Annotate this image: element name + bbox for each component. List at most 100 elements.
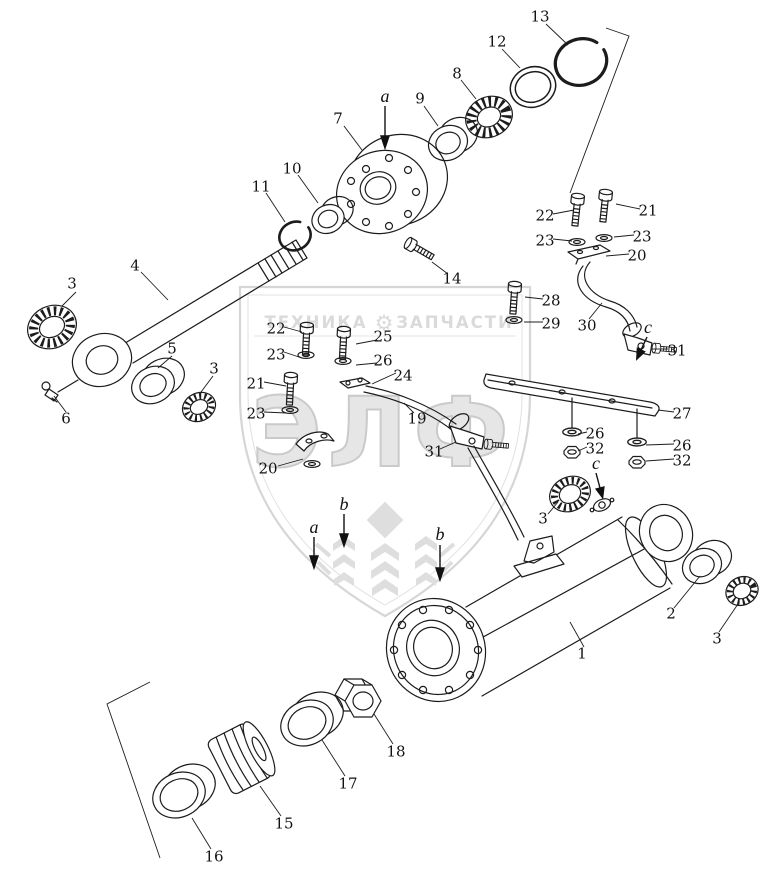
part-31-elbow-left — [448, 413, 525, 541]
part-label-15: 15 — [274, 814, 294, 833]
part-label-14: 14 — [442, 269, 462, 288]
part-label-17: 17 — [338, 774, 358, 793]
watermark-shield-inner — [247, 294, 523, 606]
part-label-5: 5 — [167, 339, 177, 358]
part-19-tube — [363, 385, 457, 431]
watermark-wheat-ornament — [333, 501, 437, 596]
view-label-a: a — [309, 517, 319, 537]
part-3-ring-bottom-right — [725, 575, 759, 607]
part-13-snap-ring — [553, 37, 609, 87]
part-label-20: 20 — [258, 459, 278, 478]
part-label-31: 31 — [424, 442, 444, 461]
part-label-3: 3 — [67, 274, 77, 293]
cylinder-mount-bracket — [513, 535, 565, 578]
part-15-piston — [207, 721, 276, 795]
view-label-c: c — [644, 317, 652, 337]
part-20-clamp-left — [295, 431, 335, 468]
watermark-wheat-leaves — [314, 542, 456, 576]
view-arrow-b-left — [339, 514, 349, 549]
part-label-22: 22 — [535, 206, 555, 225]
part-31-elbow-right — [622, 322, 678, 356]
part-label-10: 10 — [282, 159, 302, 178]
view-arrow-b-right — [435, 545, 445, 583]
part-30-pipe — [577, 261, 638, 332]
view-label-b: b — [339, 494, 349, 514]
view-arrows — [309, 106, 648, 583]
part-2-bushing — [681, 539, 733, 585]
part-label-25: 25 — [373, 327, 393, 346]
part-26-32-fasteners-mid — [562, 397, 582, 459]
part-label-13: 13 — [530, 7, 550, 26]
part-16-ring — [152, 763, 216, 819]
cylinder-flange — [385, 597, 487, 703]
part-3-ring-cylinder — [549, 475, 591, 513]
part-label-22: 22 — [266, 319, 286, 338]
view-arrow-a-bottom — [309, 537, 319, 571]
part-label-29: 29 — [541, 314, 561, 333]
part-12-o-ring — [509, 65, 557, 109]
part-label-27: 27 — [672, 404, 692, 423]
part-label-11: 11 — [251, 177, 271, 196]
part-26-32-fasteners-right — [627, 408, 647, 469]
part-24-clamp — [339, 377, 371, 389]
cylinder-port-boss — [589, 497, 615, 513]
part-17-ring — [280, 691, 344, 747]
part-20-clamp-right — [567, 244, 611, 265]
part-label-26: 26 — [585, 424, 605, 443]
part-27-plate — [483, 373, 660, 417]
view-label-b: b — [435, 524, 445, 544]
part-3-ring-top-left — [27, 304, 77, 350]
part-4-piston-rod — [57, 239, 308, 393]
part-18-piston-nut — [334, 678, 382, 718]
part-label-4: 4 — [130, 256, 140, 275]
part-label-21: 21 — [638, 201, 658, 220]
view-arrow-c-right — [636, 336, 648, 361]
detail-bracket-top-right — [569, 27, 630, 194]
part-label-26: 26 — [672, 436, 692, 455]
part-label-9: 9 — [415, 89, 425, 108]
part-label-30: 30 — [577, 316, 597, 335]
part-label-32: 32 — [672, 451, 692, 470]
part-label-23: 23 — [246, 404, 266, 423]
part-label-21: 21 — [246, 374, 266, 393]
part-label-18: 18 — [386, 742, 406, 761]
watermark-text-left: ТЕХНИКА — [264, 313, 367, 332]
part-label-2: 2 — [666, 604, 676, 623]
part-label-31: 31 — [667, 341, 687, 360]
part-label-32: 32 — [585, 439, 605, 458]
detail-bracket-bottom-left — [106, 681, 161, 859]
leader-lines — [53, 23, 739, 859]
part-label-19: 19 — [407, 409, 427, 428]
watermark-gear-icon: ⚙ — [375, 311, 394, 335]
part-label-28: 28 — [541, 291, 561, 310]
part-label-24: 24 — [393, 366, 413, 385]
part-label-23: 23 — [266, 345, 286, 364]
watermark-text-right: ЗАПЧАСТИ — [396, 313, 514, 332]
view-label-a: a — [380, 86, 390, 106]
part-label-3: 3 — [209, 359, 219, 378]
part-label-20: 20 — [627, 246, 647, 265]
part-7-bolt-holes — [346, 153, 421, 231]
part-label-26: 26 — [373, 351, 393, 370]
watermark-shield-outer — [238, 285, 532, 618]
part-label-1: 1 — [577, 644, 587, 663]
view-label-c: c — [592, 453, 600, 473]
part-label-3: 3 — [538, 509, 548, 528]
part-5-bushing — [131, 357, 185, 405]
part-1-cylinder-body — [385, 497, 694, 703]
part-label-23: 23 — [535, 231, 555, 250]
part-6-grease-fitting — [41, 381, 59, 403]
part-label-8: 8 — [452, 64, 462, 83]
part-10-ring — [311, 195, 354, 235]
part-label-6: 6 — [61, 409, 71, 428]
view-arrow-a-top — [380, 106, 390, 151]
part-3-ring-small — [181, 391, 217, 423]
part-8-bearing — [465, 95, 513, 139]
part-label-7: 7 — [333, 109, 343, 128]
part-label-23: 23 — [632, 227, 652, 246]
part-label-16: 16 — [204, 847, 224, 866]
part-label-12: 12 — [487, 32, 507, 51]
